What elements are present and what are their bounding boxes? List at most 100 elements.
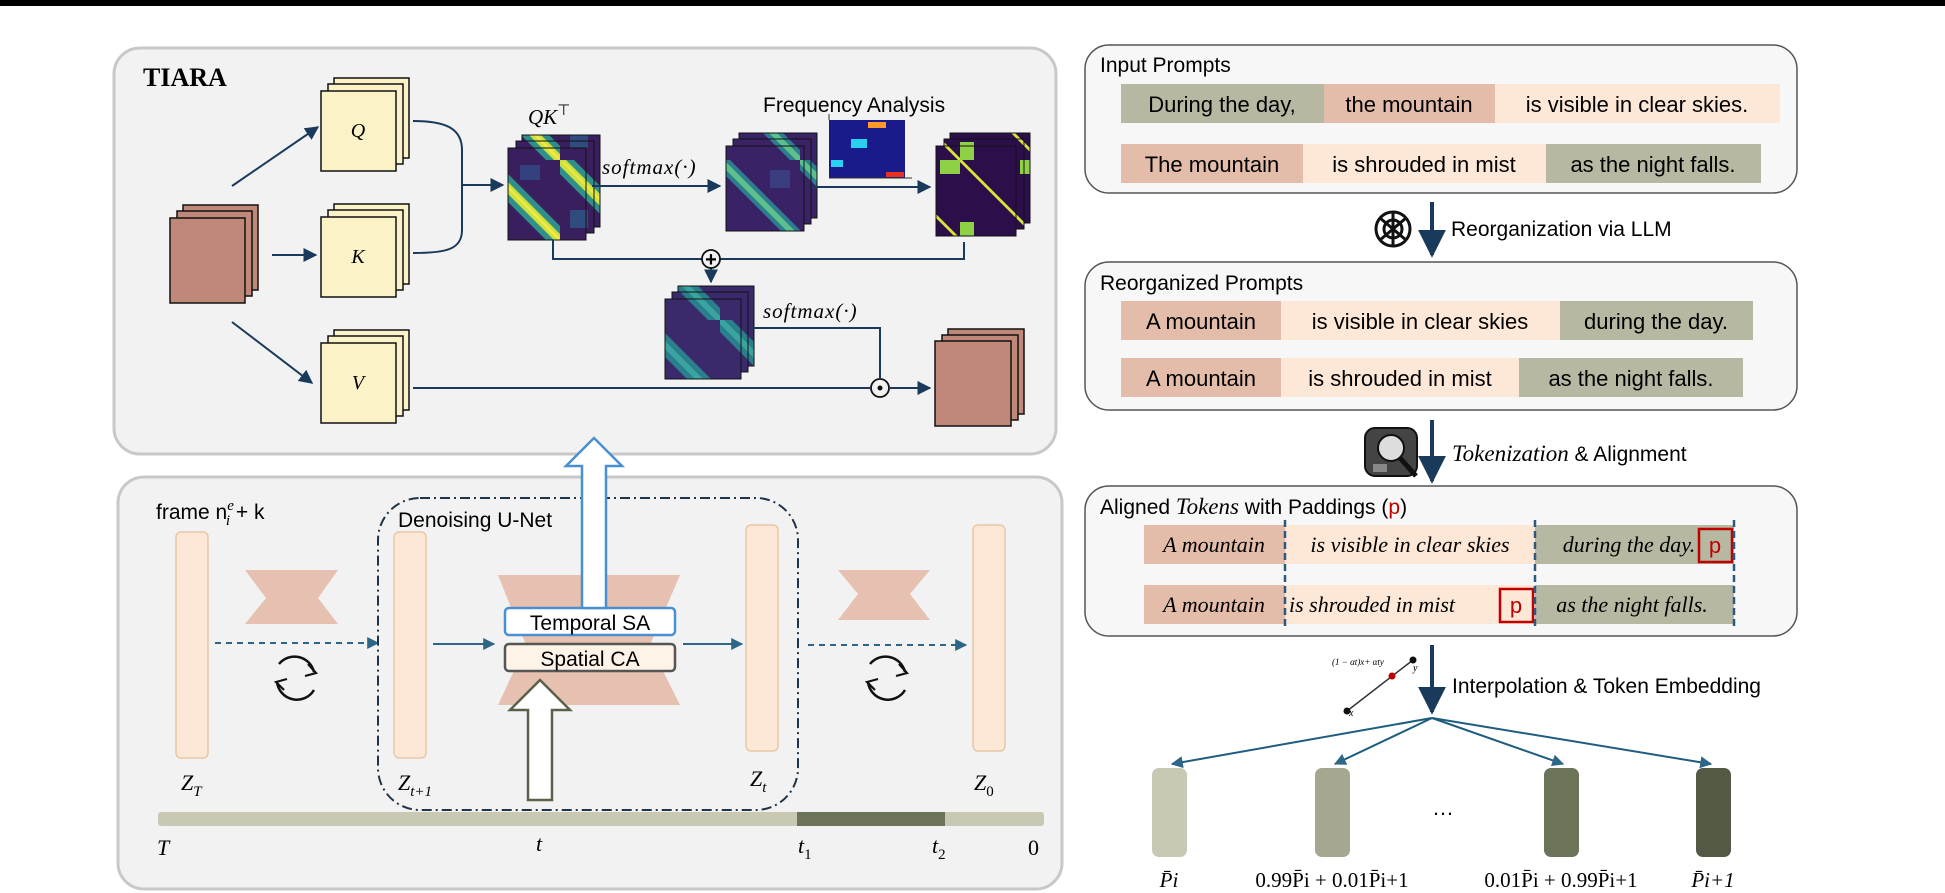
aligned-r2-padding-text: p (1510, 593, 1522, 618)
token-boundaries (1283, 520, 1736, 630)
interp-formula: (1 − αt)x+ αty (1332, 657, 1384, 667)
interpolation-diagram: (1 − αt)x+ αty x y (1332, 656, 1418, 719)
input-r2-seg3-text: as the night falls. (1570, 152, 1735, 177)
combined-heatmap-stack (664, 285, 755, 380)
up-arrow-condition (506, 678, 574, 802)
aligned-r1-seg1 (1144, 525, 1285, 564)
reorg-r2-seg1-text: A mountain (1146, 366, 1256, 391)
embedding-label-3: 0.01P̄i + 0.99P̄i+1 (1484, 868, 1637, 892)
v-stack: V (320, 329, 410, 424)
input-r2-seg2 (1303, 144, 1546, 183)
embedding-label-2: 0.99P̄i + 0.01P̄i+1 (1255, 868, 1408, 892)
input-r1-seg1 (1121, 84, 1324, 123)
input-r2-seg1-text: The mountain (1145, 152, 1280, 177)
tokenizer-icon (1364, 427, 1418, 478)
v-label: V (352, 372, 367, 394)
output-latent-stack (934, 328, 1025, 427)
reorg-r2-seg3-text: as the night falls. (1548, 366, 1713, 391)
aligned-r1-seg2-text: is visible in clear skies (1310, 532, 1509, 557)
timeline-t1: t1 (798, 833, 812, 863)
input-r1-seg2-text: the mountain (1345, 92, 1472, 117)
interp-y: y (1412, 663, 1418, 674)
reorg-r1-seg1-text: A mountain (1146, 309, 1256, 334)
embedding-bar-3 (1544, 768, 1579, 857)
caption-zt: Zt (750, 766, 767, 796)
reorg-r1-seg3-text: during the day. (1584, 309, 1728, 334)
aligned-r1-seg1-text: A mountain (1161, 532, 1265, 557)
input-prompts-title: Input Prompts (1100, 54, 1231, 77)
timeline-t: t (536, 831, 543, 856)
unet-bowtie-left (245, 570, 338, 624)
masked-heatmap-stack (935, 132, 1031, 237)
embedding-bar-2 (1315, 768, 1350, 857)
k-stack: K (320, 203, 410, 298)
softmax-heatmap-stack (725, 132, 818, 232)
reorg-r1-seg3 (1560, 301, 1753, 340)
input-r2-seg3 (1546, 144, 1761, 183)
embedding-bar-1 (1152, 768, 1187, 857)
reorg-prompts-title: Reorganized Prompts (1100, 272, 1303, 295)
reorg-r2-seg2 (1281, 358, 1519, 397)
input-r1-seg1-text: During the day, (1148, 92, 1296, 117)
latent-bar-zt (745, 524, 779, 752)
embedding-ellipsis: … (1432, 795, 1454, 820)
reorg-r2-seg3 (1519, 358, 1743, 397)
aligned-r2-seg1 (1144, 585, 1285, 624)
aligned-r1-seg3-text: during the day. (1563, 532, 1696, 557)
timeline-T: T (157, 835, 171, 860)
reorg-r1-seg2-text: is visible in clear skies (1312, 309, 1528, 334)
aligned-r2-seg2-text: is shrouded in mist (1289, 592, 1456, 617)
embedding-fanout-arrows (1170, 717, 1713, 769)
unet-bowtie-right (838, 570, 930, 620)
plus-circle (701, 249, 721, 269)
aligned-r1-padding-text: p (1709, 533, 1721, 558)
embedding-label-4: P̄i+1 (1690, 868, 1734, 892)
reorg-step-label: Reorganization via LLM (1451, 218, 1672, 241)
aligned-r1-padding (1697, 527, 1734, 564)
reorg-r1-seg1 (1121, 301, 1281, 340)
latent-bar-z0 (972, 524, 1006, 752)
aligned-tokens-title: Aligned Tokens with Paddings (p) (1100, 494, 1407, 519)
aligned-r2-padding (1498, 587, 1535, 624)
interp-x: x (1348, 708, 1354, 719)
embedding-bar-4 (1696, 768, 1731, 857)
reorg-r2-seg2-text: is shrouded in mist (1308, 366, 1491, 391)
qkt-heatmap-stack (507, 134, 601, 241)
tiara-panel: TIARA Q K V (112, 46, 1058, 456)
unet-label: Denoising U-Net (398, 509, 552, 532)
timeline-highlight (797, 812, 945, 826)
reorg-r1-seg2 (1281, 301, 1560, 340)
tokenization-step-label: Tokenization & Alignment (1452, 441, 1687, 466)
frequency-analysis-label: Frequency Analysis (763, 94, 945, 117)
qkt-label: QK⊤ (528, 103, 570, 129)
aligned-r2-seg2 (1285, 585, 1535, 624)
refresh-icon-right (864, 655, 910, 701)
embedding-label-1: P̄i (1159, 868, 1179, 892)
aligned-r2-seg1-text: A mountain (1161, 592, 1265, 617)
timeline-0: 0 (1028, 835, 1039, 860)
dot-center (877, 385, 883, 391)
softmax-to-dot-line (752, 327, 881, 378)
reorg-r2-seg1 (1121, 358, 1281, 397)
q-stack: Q (320, 77, 410, 172)
refresh-icon-left (273, 655, 319, 701)
aligned-r1-seg2 (1285, 525, 1535, 564)
tiara-title: TIARA (143, 63, 227, 92)
latent-bar-zt1 (393, 531, 427, 759)
latent-bar-zT (175, 531, 209, 759)
input-to-qkv-arrows (231, 126, 320, 384)
caption-zt1: Zt+1 (398, 770, 432, 800)
timeline-t2: t2 (932, 833, 946, 863)
interpolation-step-label: Interpolation & Token Embedding (1452, 675, 1761, 698)
prompts-column: Input Prompts During the day, the mounta… (1084, 44, 1798, 892)
input-r1-seg3 (1495, 84, 1780, 123)
softmax-label-1: softmax(·) (602, 155, 697, 179)
plus-symbol: + (705, 249, 717, 271)
q-label: Q (351, 120, 366, 142)
temporal-sa-label: Temporal SA (530, 612, 650, 635)
k-label: K (350, 246, 366, 268)
aligned-r2-seg3 (1535, 585, 1734, 624)
